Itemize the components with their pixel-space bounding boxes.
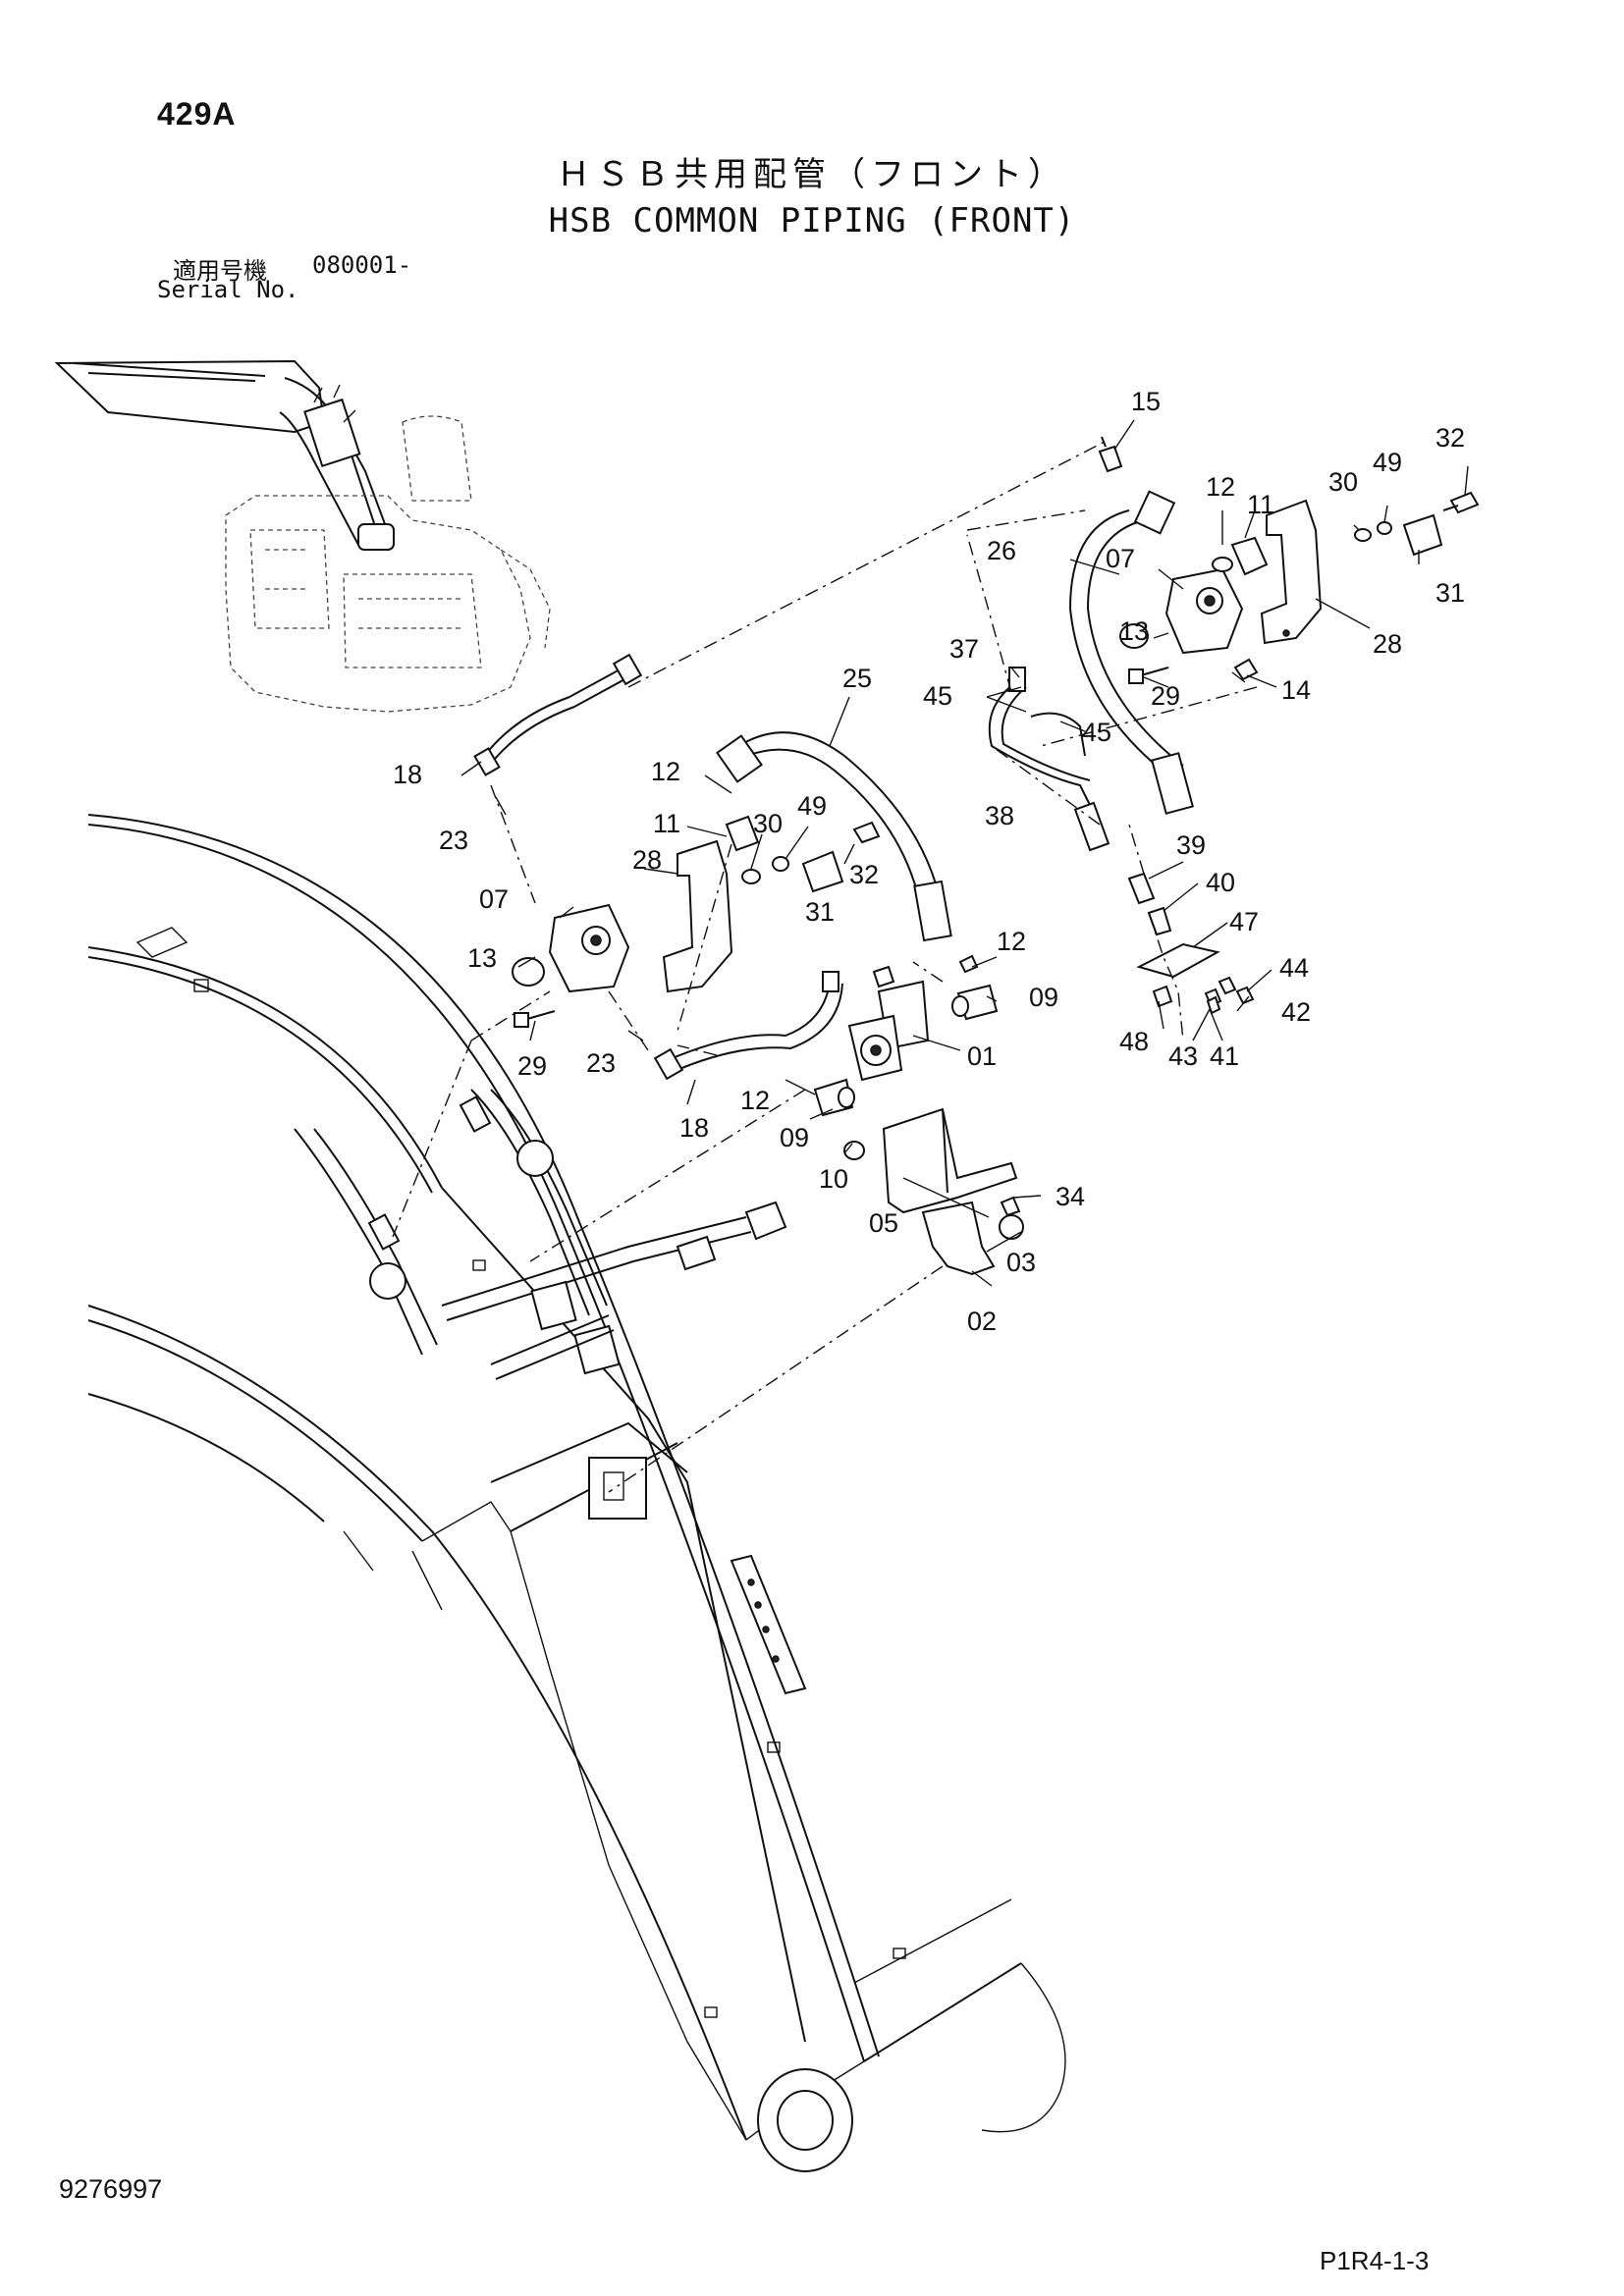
callout-15: 15 [1131,387,1161,416]
callout-10: 10 [819,1164,848,1194]
callout-25: 25 [842,664,872,693]
valve-07-lower [512,815,881,1028]
callout-30: 30 [1328,467,1358,497]
harness-38 [988,667,1110,852]
callout-23-b: 23 [586,1048,616,1078]
pipe-18-upper [473,653,643,776]
callout-37: 37 [949,634,979,664]
callout-38: 38 [985,801,1014,830]
callout-29: 29 [1151,681,1180,711]
callout-09-b: 09 [780,1123,809,1152]
callout-11: 11 [1247,490,1274,519]
callout-18-b: 18 [679,1113,709,1143]
callout-18: 18 [393,760,422,789]
callout-11-b: 11 [653,809,680,838]
callout-12-b: 12 [651,757,680,786]
serial-label-english: Serial No. [157,276,299,303]
callout-40: 40 [1206,868,1235,897]
callout-30-b: 30 [753,809,783,838]
callout-41: 41 [1210,1041,1239,1071]
callout-26: 26 [987,536,1016,565]
callout-49: 49 [1373,448,1402,477]
callout-09: 09 [1029,983,1058,1012]
callout-48: 48 [1119,1027,1149,1056]
callout-13: 13 [1119,616,1149,646]
boom-drawing [87,814,1066,2172]
callout-01: 01 [967,1041,997,1071]
callout-28: 28 [1373,629,1402,659]
callout-28-b: 28 [632,845,662,875]
serial-number-value: 080001- [312,251,412,279]
hose-26 [1068,490,1194,815]
serial-label-japanese: 適用号機 [173,257,267,285]
bracket-28-upper [1233,491,1480,681]
callout-13-b: 13 [467,943,497,973]
excavator-overview-drawing [54,359,551,713]
callout-42: 42 [1281,997,1311,1027]
callout-02: 02 [967,1307,997,1336]
callout-12-d: 12 [740,1086,770,1115]
title-japanese: ＨＳＢ共用配管（フロント） [557,155,1067,194]
callout-32: 32 [1435,423,1465,453]
callout-45-b: 45 [1082,718,1111,747]
bracket-05-02 [882,1107,1024,1276]
callout-07-b: 07 [479,884,509,914]
callout-03: 03 [1006,1248,1036,1277]
callout-29-b: 29 [517,1051,547,1081]
callout-05: 05 [869,1208,898,1238]
callout-44: 44 [1279,953,1309,983]
solenoid-valve-01 [813,954,999,1160]
callout-31: 31 [1435,578,1465,608]
fitting-15 [1098,436,1123,473]
leader-lines [392,441,1258,1493]
callout-43: 43 [1168,1041,1198,1071]
callout-47: 47 [1229,907,1259,936]
callout-45-a: 45 [923,681,952,711]
callout-14: 14 [1281,675,1311,705]
callout-12-c: 12 [997,927,1026,956]
document-number: 9276997 [59,2174,163,2204]
callout-leaders [460,419,1469,1287]
title-english: HSB COMMON PIPING (FRONT) [548,201,1076,240]
pipe-18-lower [653,971,843,1081]
page-id: 429A [157,96,237,132]
parts-39-48 [1127,872,1255,1015]
callout-39: 39 [1176,830,1206,860]
callout-12: 12 [1206,472,1235,502]
page-reference: P1R4-1-3 [1320,2246,1430,2275]
callout-23: 23 [439,826,468,855]
callout-49-b: 49 [797,791,827,821]
callout-07: 07 [1106,544,1135,573]
hose-25 [715,731,952,942]
callout-32-b: 32 [849,860,879,889]
callout-labels: 15 32 12 11 30 49 26 07 13 29 14 28 31 3… [393,387,1465,1336]
valve-07-upper [1119,536,1269,684]
callout-34: 34 [1056,1182,1085,1211]
callout-31-b: 31 [805,897,835,927]
